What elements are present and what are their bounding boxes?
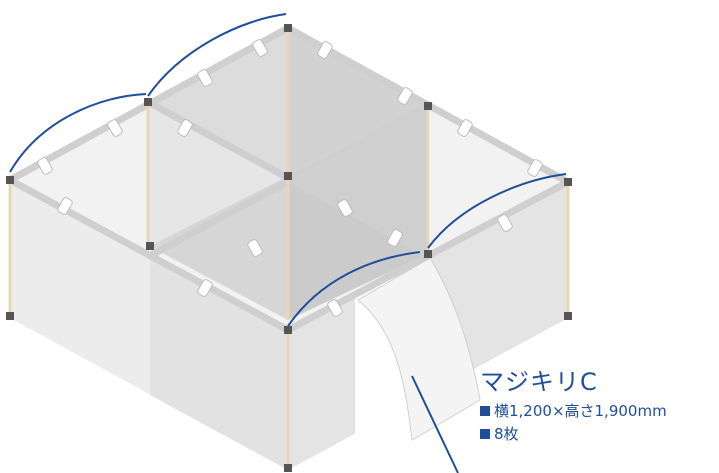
poles [8,30,570,470]
callout-leader-line [411,375,459,473]
product-name: マジキリC [480,368,598,396]
spec-size-text: 横1,200×高さ1,900mm [494,402,667,420]
product-callout: マジキリC 横1,200×高さ1,900mm 8枚 [480,368,667,446]
curtain-flap [357,257,481,441]
square-bullet-icon [480,406,490,416]
front-left-wall-shade [150,255,288,470]
clips [37,39,543,317]
spec-size: 横1,200×高さ1,900mm [480,400,667,423]
spec-count-text: 8枚 [494,425,519,443]
spec-count: 8枚 [480,423,667,446]
height-arcs [9,13,567,327]
square-bullet-icon [480,429,490,439]
joints [6,24,572,472]
